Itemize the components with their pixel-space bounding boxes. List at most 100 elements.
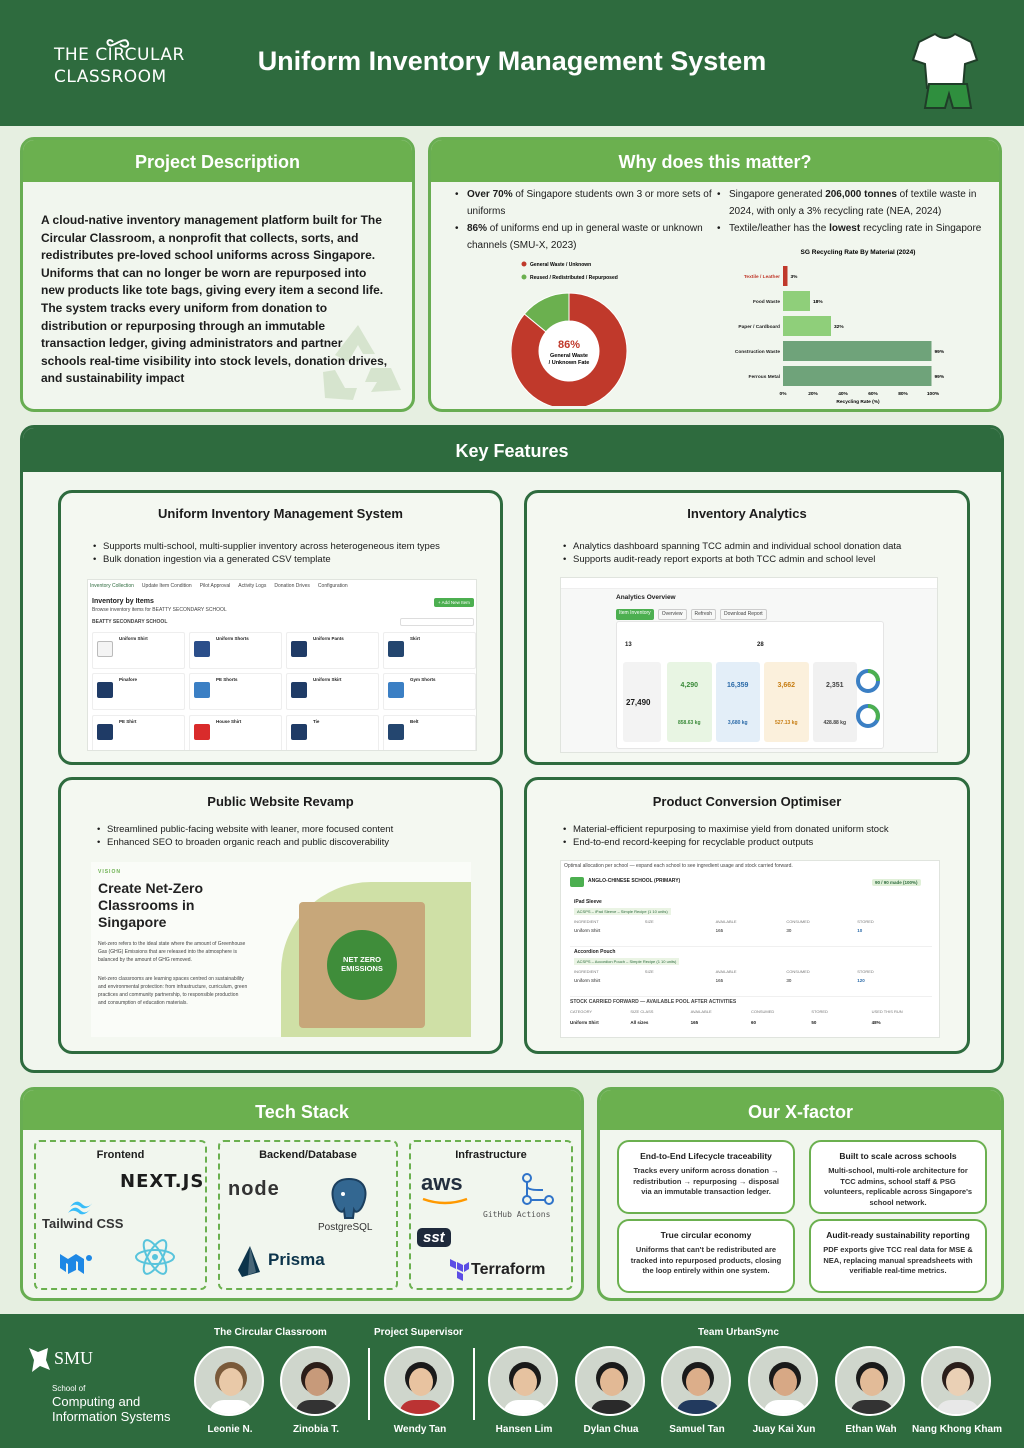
inventory-item-card[interactable]: PE Shirt — [92, 714, 185, 750]
bar-category-label: Textile / Leather — [744, 274, 780, 280]
inv-tab[interactable]: Update Item Condition — [141, 583, 192, 589]
team-member-photo — [661, 1346, 731, 1416]
item-name: Uniform Pants — [313, 636, 344, 641]
item-image — [97, 641, 113, 657]
feature-title: Uniform Inventory Management System — [158, 506, 403, 521]
stat-weight: 428.88 kg — [823, 720, 847, 726]
inventory-search-input[interactable] — [400, 618, 474, 626]
schools-count: 13 — [625, 642, 632, 648]
donut-hole — [539, 321, 599, 381]
team-member-name: Juay Kai Xun — [752, 1424, 816, 1435]
inventory-item-card[interactable]: Tie — [286, 714, 379, 750]
x-tick-label: 60% — [868, 391, 878, 397]
feature-title: Public Website Revamp — [207, 794, 354, 809]
team-member-name: Zinobia T. — [292, 1424, 340, 1435]
inventory-item-card[interactable]: Belt — [383, 714, 476, 750]
donut-center-label: General Waste — [550, 353, 588, 359]
item-name: Belt — [410, 718, 419, 724]
inv-tab[interactable]: Configuration — [317, 583, 348, 589]
why-fact: Singapore generated 206,000 tonnes of te… — [715, 186, 990, 220]
bar — [783, 341, 932, 361]
optimiser-note: Optimal allocation per school — expand e… — [564, 863, 793, 869]
why-heading: Why does this matter? — [431, 140, 999, 182]
team-member-name: Ethan Wah — [845, 1424, 897, 1435]
x-tick-label: 20% — [808, 391, 818, 397]
drives-count: 28 — [757, 642, 764, 648]
bar-category-label: Ferrous Metal — [749, 374, 780, 380]
net-zero-badge: NET ZERO EMISSIONS — [341, 955, 383, 973]
logo-line-1: THE CIRCULAR — [54, 45, 185, 65]
bar-value-label: 32% — [834, 324, 844, 330]
feature-bullets: Supports multi-school, multi-supplier in… — [91, 540, 491, 566]
stat-value: 3,662 — [777, 682, 796, 689]
feature-bullet: Supports audit-ready report exports at b… — [561, 553, 961, 566]
inv-tab[interactable]: Inventory Collection — [90, 583, 134, 589]
analytics-btn[interactable]: Refresh — [690, 609, 717, 620]
inv-tab[interactable]: Donation Drives — [274, 583, 310, 589]
logo-line-2: CLASSROOM — [54, 67, 167, 87]
team-member-photo — [575, 1346, 645, 1416]
xfactor-card: True circular economy Uniforms that can'… — [617, 1219, 795, 1293]
xfactor-card-body: PDF exports give TCC real data for MSE &… — [823, 1245, 973, 1275]
inv-tab[interactable]: Activity Logs — [238, 583, 267, 589]
item-name: Uniform Skirt — [313, 677, 342, 683]
recycle-icon — [323, 325, 401, 400]
analytics-btn[interactable]: Overview — [657, 609, 687, 620]
feature-bullets: Analytics dashboard spanning TCC admin a… — [561, 540, 961, 566]
analytics-btn[interactable]: Item Inventory — [616, 609, 654, 620]
made-badge: 90 / 90 made (100%) — [872, 879, 921, 886]
page-title: Uniform Inventory Management System — [257, 46, 767, 76]
project-description-text: A cloud-native inventory management plat… — [41, 213, 388, 386]
why-panel: Why does this matter? Over 70% of Singap… — [428, 137, 1002, 412]
inventory-item-card[interactable]: Uniform Skirt — [286, 673, 379, 711]
inventory-item-card[interactable]: Uniform Shirt — [92, 632, 185, 669]
website-screenshot: VISION Create Net-Zero Classrooms in Sin… — [91, 862, 471, 1037]
inventory-item-card[interactable]: Uniform Pants — [286, 632, 379, 669]
product-block: iPad Sleeve ACSPS – iPad Sleeve – Simple… — [570, 897, 932, 947]
analytics-topbar — [561, 578, 937, 589]
xfactor-card: Audit-ready sustainability reporting PDF… — [809, 1219, 987, 1293]
inv-tab[interactable]: Pilot Approval — [199, 583, 231, 589]
feature-website-card: Public Website Revamp Streamlined public… — [58, 777, 503, 1054]
inventory-item-card[interactable]: House Shirt — [189, 714, 282, 750]
wooden-blocks-image: NET ZERO EMISSIONS — [299, 902, 425, 1028]
school-line-2: Computing and — [52, 1394, 141, 1409]
total-box: 27,490 — [623, 662, 661, 742]
inventory-item-card[interactable]: Gym Shorts — [383, 673, 476, 711]
legend-label: Reused / Redistributed / Repurposed — [530, 275, 618, 281]
product-name: Accordion Pouch — [574, 949, 616, 955]
inventory-screenshot: Inventory Collection Update Item Conditi… — [87, 579, 477, 751]
product-name: iPad Sleeve — [574, 899, 602, 905]
product-block: Accordion Pouch ACSPS – Accordion Pouch … — [570, 947, 932, 997]
nodejs-logo: node — [228, 1178, 280, 1200]
analytics-screenshot: Analytics Overview Item Inventory Overvi… — [560, 577, 938, 753]
analytics-btn[interactable]: Download Report — [720, 609, 767, 620]
item-image — [97, 682, 113, 699]
tailwind-logo: Tailwind CSS — [42, 1216, 124, 1231]
website-para-1: Net-zero refers to the ideal state where… — [98, 941, 246, 963]
item-image — [194, 641, 210, 657]
bar — [783, 266, 788, 286]
item-name: House Shirt — [216, 718, 242, 724]
inventory-item-card[interactable]: Skirt — [383, 632, 476, 669]
product-recipe: ACSPS – Accordion Pouch – Simple Recipe … — [574, 958, 680, 965]
item-name: PE Shirt — [119, 718, 137, 724]
legend-swatch — [521, 274, 527, 280]
team-member-name: Leonie N. — [207, 1424, 253, 1435]
inventory-item-card[interactable]: Pinafore — [92, 673, 185, 711]
inventory-item-card[interactable]: Uniform Shorts — [189, 632, 282, 669]
team-member-name: Hansen Lim — [495, 1424, 553, 1435]
inventory-item-card[interactable]: PE Shorts — [189, 673, 282, 711]
donut-center-value: 86% — [558, 339, 580, 351]
item-name: Uniform Shirt — [119, 636, 148, 641]
terraform-logo: Terraform — [471, 1261, 546, 1278]
add-item-button[interactable]: + Add New Item — [434, 598, 474, 607]
frontend-box: Frontend NEXT.JS Tailwind CSS — [34, 1140, 207, 1290]
team-member-photo — [384, 1346, 454, 1416]
